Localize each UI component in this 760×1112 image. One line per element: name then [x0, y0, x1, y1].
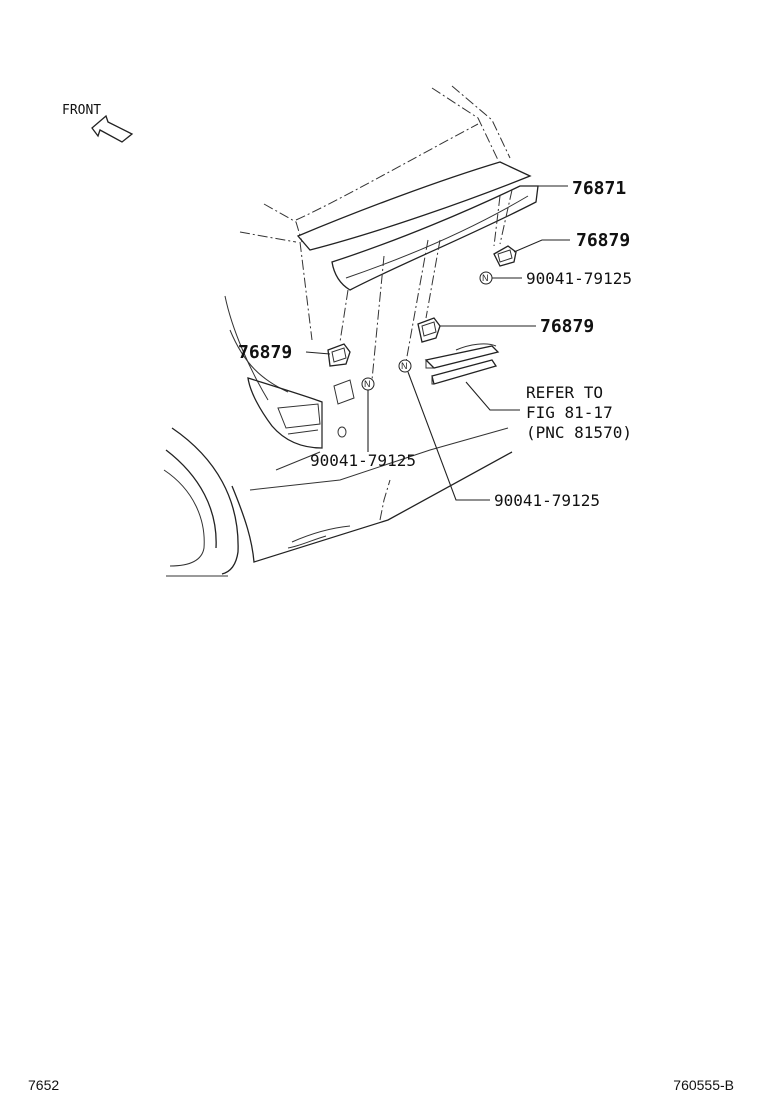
- refer-line-3: (PNC 81570): [526, 423, 632, 442]
- part-number-76879-mid: 76879: [540, 316, 594, 337]
- clip-lower-right: N: [398, 359, 412, 373]
- clip-marker-text: N: [401, 361, 408, 371]
- clip-marker-text: N: [482, 273, 489, 283]
- bracket-left: [327, 343, 351, 367]
- front-label: FRONT: [62, 103, 101, 118]
- clip-upper-right: N: [479, 271, 493, 285]
- part-number-90041-upper: 90041-79125: [526, 269, 632, 288]
- leader-lines: [305, 185, 570, 501]
- footer-right-code: 760555-B: [673, 1077, 734, 1093]
- refer-note: REFER TO FIG 81-17 (PNC 81570): [526, 383, 632, 442]
- part-number-90041-lower: 90041-79125: [494, 491, 600, 510]
- bracket-upper-right: [493, 245, 517, 267]
- clip-left: N: [361, 377, 375, 391]
- spoiler-part: [331, 185, 539, 291]
- refer-part: [424, 343, 500, 385]
- part-number-90041-left: 90041-79125: [310, 451, 416, 470]
- part-number-76871: 76871: [572, 178, 626, 199]
- front-indicator: FRONT: [62, 103, 134, 143]
- vehicle-body: [163, 85, 532, 577]
- clip-marker-text: N: [364, 379, 371, 389]
- footer-left-code: 7652: [28, 1077, 59, 1093]
- refer-line-1: REFER TO: [526, 383, 603, 402]
- part-number-76879-upper: 76879: [576, 230, 630, 251]
- front-arrow-icon: [91, 114, 134, 143]
- mounting-lines: [339, 239, 441, 381]
- part-number-76879-left: 76879: [238, 342, 292, 363]
- bracket-mid-right: [417, 317, 441, 343]
- refer-line-2: FIG 81-17: [526, 403, 613, 422]
